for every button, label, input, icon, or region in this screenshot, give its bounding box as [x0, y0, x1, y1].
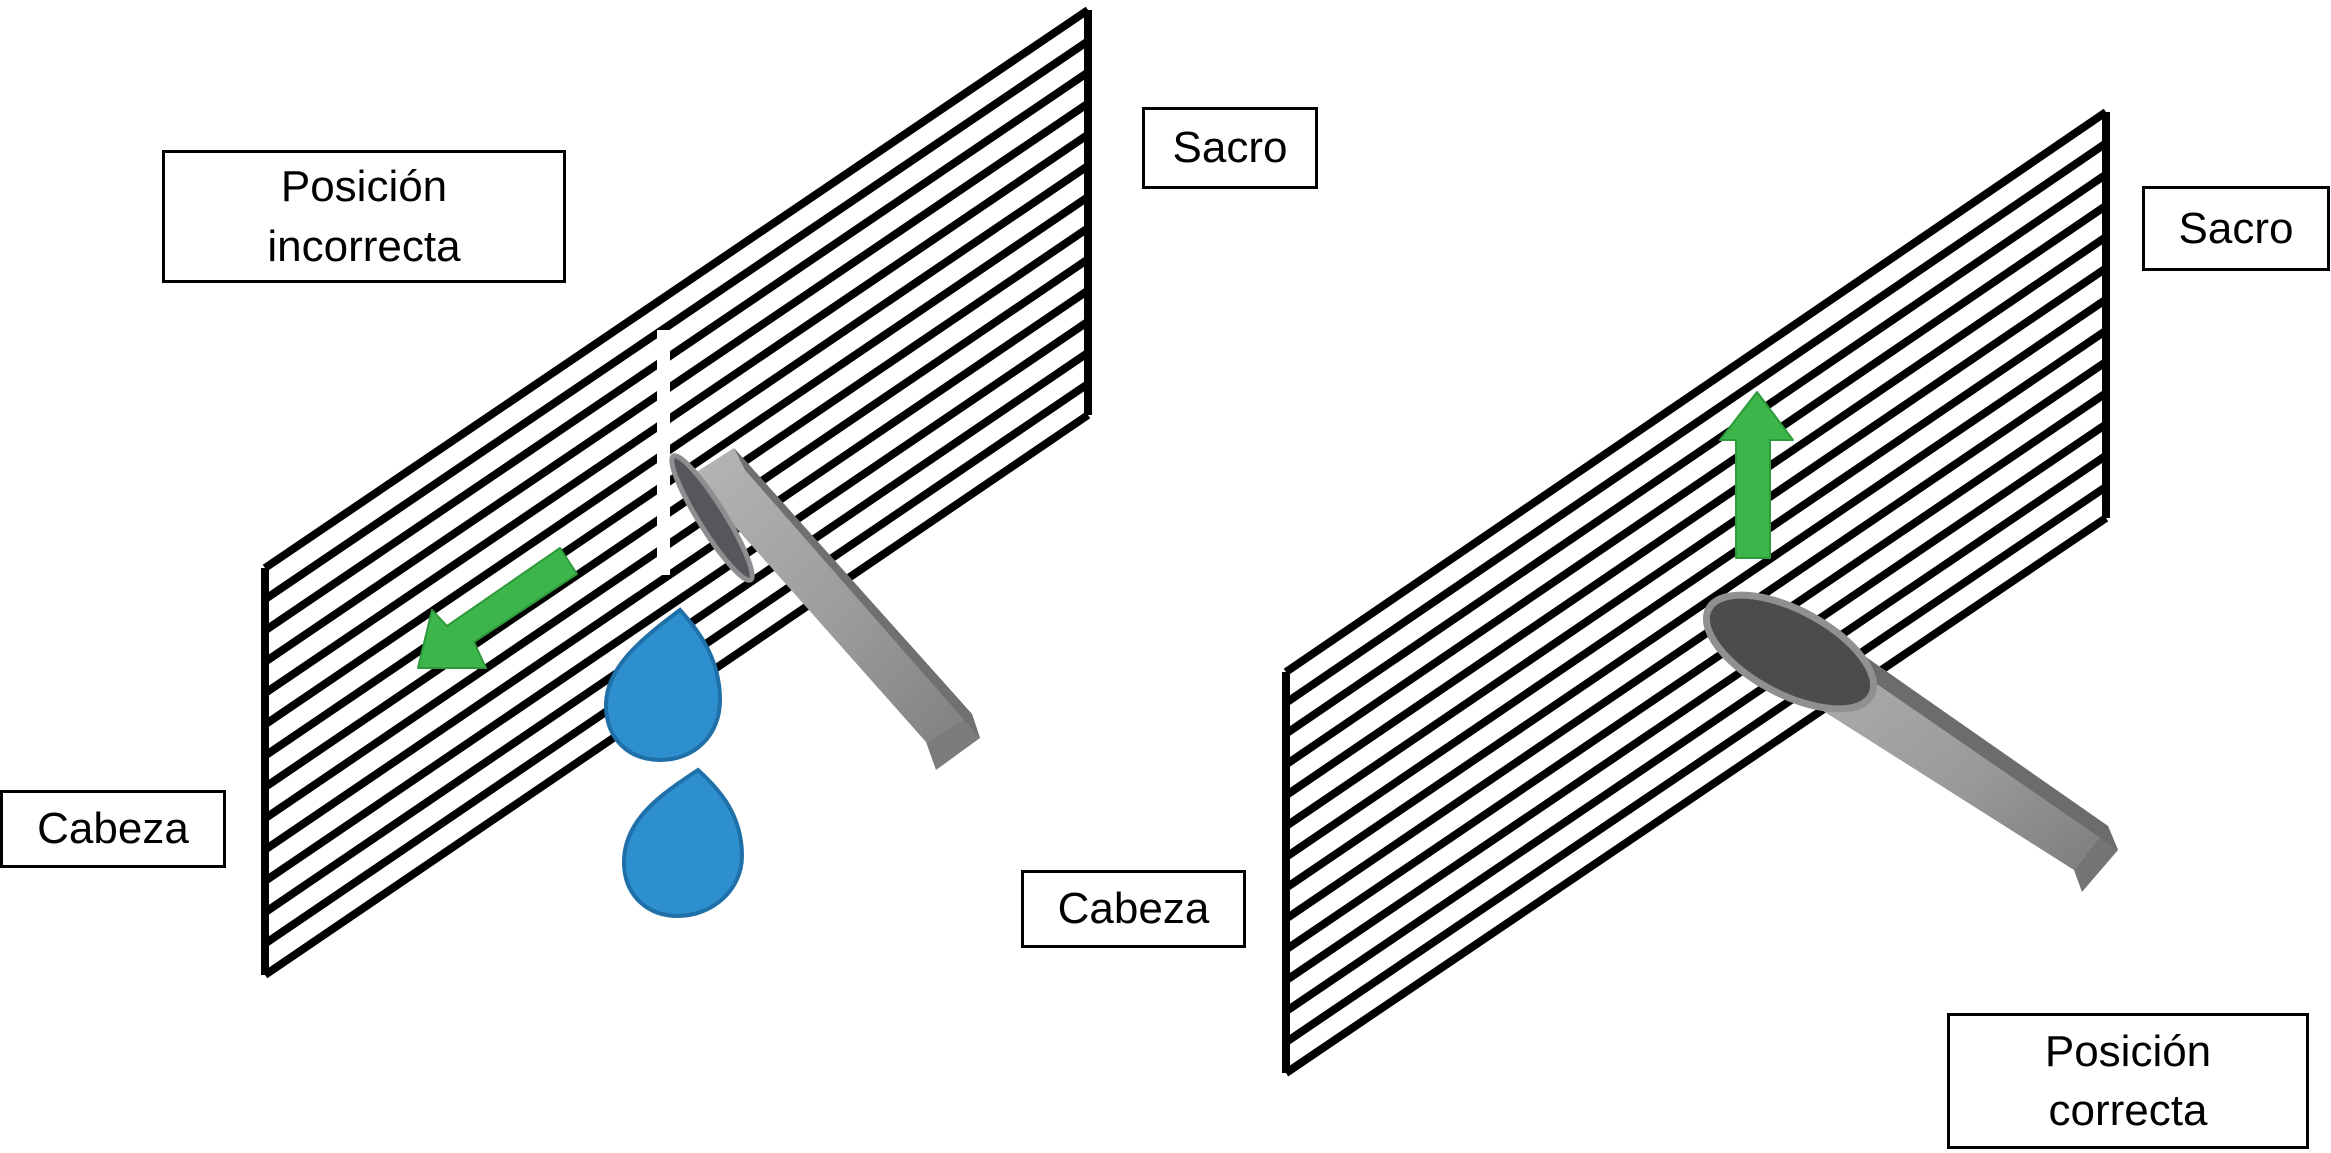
- left-panel-gap: [657, 330, 670, 575]
- right-title-line1: Posición: [2044, 1026, 2212, 1076]
- left-panel-title: Posición incorrecta: [162, 150, 566, 283]
- right-panel-stripe: [1283, 264, 2109, 830]
- left-sacro-text: Sacro: [1172, 123, 1288, 173]
- right-panel-stripe: [1283, 296, 2109, 861]
- left-panel-stripe: [262, 131, 1091, 697]
- water-drop-icon: [603, 607, 723, 763]
- right-cabeza-label: Cabeza: [1021, 870, 1246, 948]
- right-panel-stripe: [1283, 202, 2109, 768]
- right-panel-stripe: [1283, 514, 2109, 1077]
- left-panel-stripe: [262, 224, 1091, 791]
- right-striped-panel: [1282, 108, 2110, 1077]
- green-arrow-icon: [417, 547, 578, 669]
- left-panel-stripe: [262, 162, 1091, 728]
- right-panel-stripe: [1283, 483, 2109, 1046]
- left-title-line2: incorrecta: [267, 221, 461, 271]
- left-cabeza-label: Cabeza: [0, 790, 226, 868]
- right-panel-stripe: [1283, 233, 2109, 799]
- left-sacro-label: Sacro: [1142, 107, 1318, 189]
- green-arrow-icon: [1719, 391, 1794, 559]
- right-panel-stripe: [1283, 139, 2109, 707]
- right-panel-stripe: [1283, 452, 2109, 1015]
- left-panel-stripe: [262, 100, 1091, 666]
- left-title-line1: Posición: [280, 162, 448, 212]
- water-drop-icon: [621, 767, 745, 919]
- right-panel-stripe: [1283, 327, 2109, 892]
- left-panel-stripe: [262, 287, 1091, 854]
- left-panel-stripe: [262, 255, 1091, 822]
- right-panel-stripe: [1283, 108, 2109, 676]
- nozzle-icon: [1702, 591, 2118, 892]
- right-cabeza-text: Cabeza: [1057, 884, 1210, 934]
- right-sacro-text: Sacro: [2178, 203, 2294, 253]
- right-panel-stripe: [1283, 420, 2109, 984]
- right-panel-stripe: [1283, 389, 2109, 953]
- left-panel-stripe: [262, 68, 1091, 634]
- right-title-line2: correcta: [2048, 1086, 2208, 1135]
- left-panel-stripe: [262, 318, 1091, 885]
- right-panel-stripe: [1283, 358, 2109, 923]
- right-panel-title: Posición correcta: [1947, 1013, 2309, 1149]
- left-cabeza-text: Cabeza: [37, 804, 189, 854]
- right-panel-stripe: [1283, 171, 2109, 737]
- nozzle-icon: [669, 448, 980, 770]
- right-sacro-label: Sacro: [2142, 186, 2330, 271]
- left-panel-stripe: [262, 6, 1091, 572]
- left-panel-stripe: [262, 37, 1091, 603]
